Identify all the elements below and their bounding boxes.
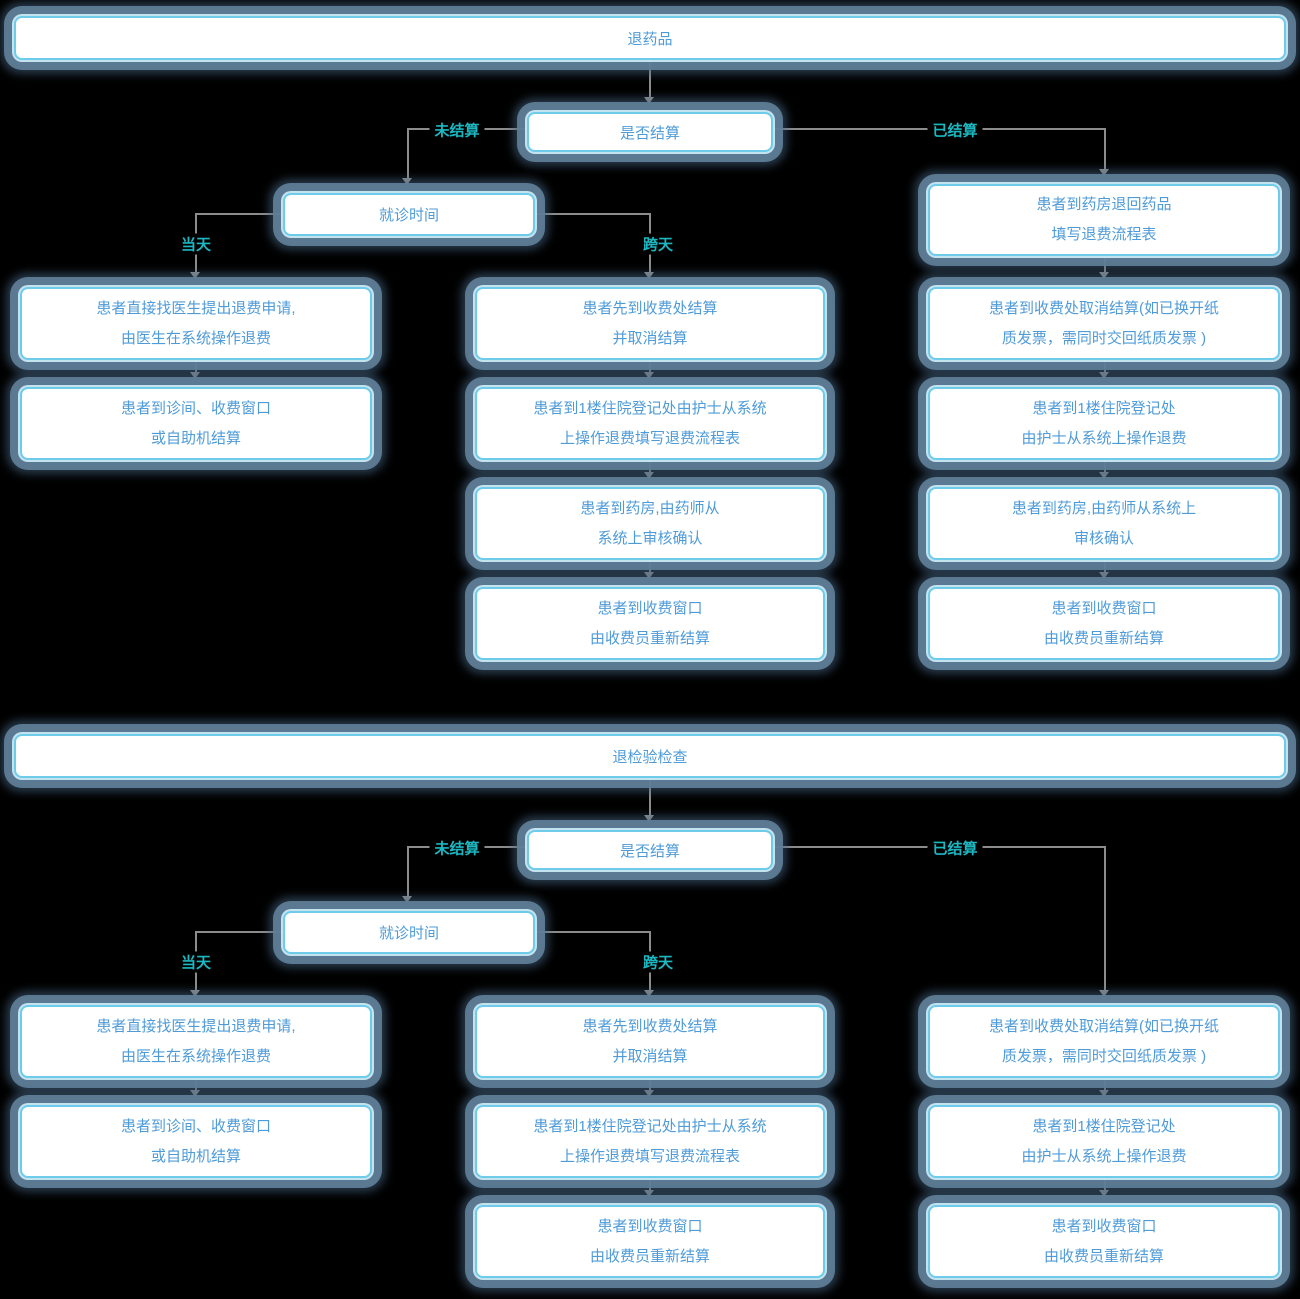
arrowhead-down (644, 272, 654, 279)
node-visit-time: 就诊时间 (283, 193, 535, 236)
connector-settled-v (1104, 846, 1106, 991)
arrowhead-down (1099, 472, 1109, 479)
node-settled-step-4: 患者到药房,由药师从系统上 审核确认 (928, 487, 1280, 560)
arrowhead-down (402, 178, 412, 185)
arrowhead-down (644, 97, 654, 104)
arrowhead-down (644, 815, 654, 822)
connector-settled-v (1104, 128, 1106, 170)
connector-step (1104, 360, 1106, 373)
connector-same-day-h (196, 213, 283, 215)
connector-cross-day-h (535, 213, 651, 215)
connector-step (195, 1078, 197, 1091)
arrowhead-down (644, 1090, 654, 1097)
arrowhead-down (644, 990, 654, 997)
connector-step (649, 360, 651, 373)
node-settled-step-1: 患者到药房退回药品 填写退费流程表 (928, 184, 1280, 256)
node-cross-day-step-1: 患者先到收费处结算 并取消结算 (475, 1005, 825, 1078)
arrowhead-down (1099, 1090, 1109, 1097)
connector-step (1104, 560, 1106, 573)
branch-label-cross-day: 跨天 (637, 233, 679, 255)
connector-step (1104, 256, 1106, 273)
arrowhead-down (1099, 572, 1109, 579)
connector-title-to-decision (649, 60, 651, 98)
branch-label-cross-day: 跨天 (637, 951, 679, 973)
node-cross-day-step-2: 患者到1楼住院登记处由护士从系统 上操作退费填写退费流程表 (475, 1105, 825, 1178)
node-title-return-medicine: 退药品 (14, 16, 1286, 60)
node-settled-step-5: 患者到收费窗口 由收费员重新结算 (928, 587, 1280, 660)
node-settled-step-2: 患者到1楼住院登记处 由护士从系统上操作退费 (928, 1105, 1280, 1178)
arrowhead-down (1099, 372, 1109, 379)
branch-label-settled: 已结算 (927, 119, 983, 141)
node-cross-day-step-4: 患者到收费窗口 由收费员重新结算 (475, 587, 825, 660)
connector-cross-day-h (535, 931, 651, 933)
node-settled-step-1: 患者到收费处取消结算(如已换开纸 质发票，需同时交回纸质发票 ) (928, 1005, 1280, 1078)
arrowhead-down (190, 272, 200, 279)
node-same-day-step-1: 患者直接找医生提出退费申请, 由医生在系统操作退费 (20, 287, 372, 360)
node-decision-settlement: 是否结算 (527, 830, 773, 870)
branch-label-unsettled: 未结算 (429, 837, 485, 859)
branch-label-unsettled: 未结算 (429, 119, 485, 141)
arrowhead-down (190, 990, 200, 997)
node-same-day-step-2: 患者到诊间、收费窗口 或自助机结算 (20, 387, 372, 460)
connector-same-day-h (196, 931, 283, 933)
arrowhead-down (190, 372, 200, 379)
connector-step (1104, 460, 1106, 473)
arrowhead-down (1099, 990, 1109, 997)
connector-step (195, 360, 197, 373)
connector-step (649, 560, 651, 573)
node-cross-day-step-2: 患者到1楼住院登记处由护士从系统 上操作退费填写退费流程表 (475, 387, 825, 460)
node-cross-day-step-3: 患者到药房,由药师从 系统上审核确认 (475, 487, 825, 560)
node-settled-step-2: 患者到收费处取消结算(如已换开纸 质发票，需同时交回纸质发票 ) (928, 287, 1280, 360)
node-visit-time: 就诊时间 (283, 911, 535, 954)
connector-unsettled-v (407, 846, 409, 897)
arrowhead-down (1099, 1190, 1109, 1197)
arrowhead-down (1099, 272, 1109, 279)
node-settled-step-3: 患者到1楼住院登记处 由护士从系统上操作退费 (928, 387, 1280, 460)
node-title-return-lab-exam: 退检验检查 (14, 734, 1286, 778)
branch-label-same-day: 当天 (175, 233, 217, 255)
arrowhead-down (1099, 169, 1109, 176)
connector-step (1104, 1078, 1106, 1091)
arrowhead-down (190, 1090, 200, 1097)
arrowhead-down (644, 572, 654, 579)
arrowhead-down (644, 472, 654, 479)
node-same-day-step-1: 患者直接找医生提出退费申请, 由医生在系统操作退费 (20, 1005, 372, 1078)
branch-label-same-day: 当天 (175, 951, 217, 973)
branch-label-settled: 已结算 (927, 837, 983, 859)
node-cross-day-step-1: 患者先到收费处结算 并取消结算 (475, 287, 825, 360)
node-cross-day-step-3: 患者到收费窗口 由收费员重新结算 (475, 1205, 825, 1278)
connector-title-to-decision (649, 778, 651, 816)
arrowhead-down (644, 1190, 654, 1197)
connector-unsettled-v (407, 128, 409, 179)
connector-step (649, 460, 651, 473)
arrowhead-down (644, 372, 654, 379)
node-settled-step-3: 患者到收费窗口 由收费员重新结算 (928, 1205, 1280, 1278)
connector-step (649, 1178, 651, 1191)
node-same-day-step-2: 患者到诊间、收费窗口 或自助机结算 (20, 1105, 372, 1178)
arrowhead-down (402, 896, 412, 903)
connector-step (1104, 1178, 1106, 1191)
node-decision-settlement: 是否结算 (527, 112, 773, 152)
connector-step (649, 1078, 651, 1091)
